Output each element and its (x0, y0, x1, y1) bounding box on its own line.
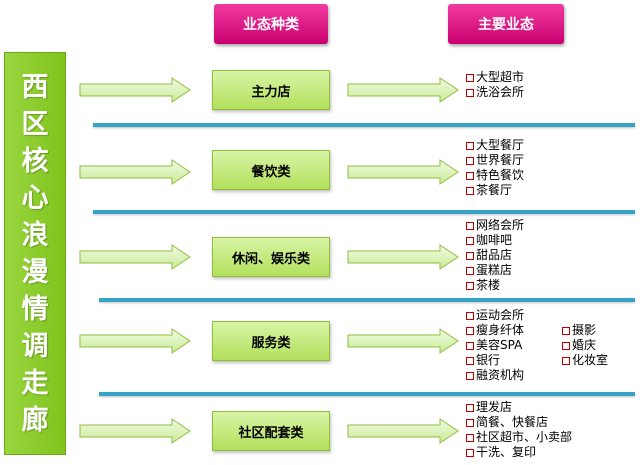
list-item: 特色餐饮 (466, 168, 524, 183)
format-list-row-5: 理发店 简餐、快餐店 社区超市、小卖部 干洗、复印 (466, 400, 572, 460)
bullet-square-icon (466, 236, 474, 245)
list-item: 洗浴会所 (466, 85, 524, 100)
list-item: 婚庆 (562, 338, 608, 353)
bullet-square-icon (466, 356, 474, 365)
list-item: 化妆室 (562, 353, 608, 368)
bullet-square-icon (466, 73, 474, 82)
category-box-row-3: 休闲、娱乐类 (212, 237, 330, 277)
bullet-square-icon (562, 326, 570, 335)
title-char: 浪 (21, 219, 49, 251)
arrow-right-row-4 (347, 328, 459, 354)
format-list-row-1: 大型超市 洗浴会所 (466, 70, 524, 100)
arrow-left-row-1 (79, 77, 191, 103)
bullet-square-icon (466, 88, 474, 97)
category-box-row-2: 餐饮类 (212, 150, 330, 190)
list-item: 甜品店 (466, 248, 524, 263)
bullet-square-icon (466, 251, 474, 260)
title-char: 走 (21, 367, 49, 399)
list-item: 理发店 (466, 400, 572, 415)
bullet-square-icon (466, 326, 474, 335)
category-box-row-4: 服务类 (212, 321, 330, 361)
list-item: 蛋糕店 (466, 263, 524, 278)
header-category: 业态种类 (214, 4, 328, 44)
list-item: 社区超市、小卖部 (466, 430, 572, 445)
arrow-left-row-4 (79, 328, 191, 354)
bullet-square-icon (466, 171, 474, 180)
arrow-left-row-5 (79, 418, 191, 444)
title-char: 西 (21, 71, 49, 103)
bullet-square-icon (466, 448, 474, 457)
format-list-row-3: 网络会所 咖啡吧 甜品店 蛋糕店 茶楼 (466, 218, 524, 293)
list-item: 瘦身纤体 (466, 323, 524, 338)
arrow-left-row-2 (79, 159, 191, 185)
category-box-row-5: 社区配套类 (212, 411, 330, 451)
divider-1 (93, 123, 635, 127)
arrow-right-row-1 (347, 77, 459, 103)
bullet-square-icon (466, 141, 474, 150)
bullet-square-icon (466, 281, 474, 290)
category-box-row-1: 主力店 (212, 70, 330, 110)
list-item: 咖啡吧 (466, 233, 524, 248)
list-item: 大型餐厅 (466, 138, 524, 153)
bullet-square-icon (466, 266, 474, 275)
bullet-square-icon (466, 418, 474, 427)
title-char: 情 (21, 293, 49, 325)
divider-3 (99, 298, 635, 302)
list-item: 摄影 (562, 323, 608, 338)
list-item: 世界餐厅 (466, 153, 524, 168)
corridor-title: 西 区 核 心 浪 漫 情 调 走 廊 (4, 52, 66, 455)
arrow-left-row-3 (79, 244, 191, 270)
arrow-right-row-2 (347, 159, 459, 185)
bullet-square-icon (466, 341, 474, 350)
list-item: 银行 (466, 353, 524, 368)
list-item: 干洗、复印 (466, 445, 572, 460)
list-item: 运动会所 (466, 308, 524, 323)
list-item: 简餐、快餐店 (466, 415, 572, 430)
list-item: 茶餐厅 (466, 183, 524, 198)
title-char: 心 (21, 182, 49, 214)
title-char: 廊 (21, 404, 49, 436)
arrow-right-row-3 (347, 244, 459, 270)
divider-2 (93, 210, 635, 214)
title-char: 漫 (21, 256, 49, 288)
bullet-square-icon (466, 433, 474, 442)
divider-4 (99, 392, 635, 396)
format-list-row-4: 运动会所 瘦身纤体 美容SPA 银行 融资机构 (466, 308, 524, 383)
format-list-row-2: 大型餐厅 世界餐厅 特色餐饮 茶餐厅 (466, 138, 524, 198)
arrow-right-row-5 (347, 418, 459, 444)
list-item: 美容SPA (466, 338, 524, 353)
bullet-square-icon (466, 186, 474, 195)
bullet-square-icon (466, 221, 474, 230)
bullet-square-icon (562, 356, 570, 365)
bullet-square-icon (466, 403, 474, 412)
title-char: 核 (21, 145, 49, 177)
bullet-square-icon (466, 311, 474, 320)
list-item: 茶楼 (466, 278, 524, 293)
bullet-square-icon (466, 156, 474, 165)
format-list-row-4-extra: 摄影 婚庆 化妆室 (562, 323, 608, 368)
list-item: 网络会所 (466, 218, 524, 233)
bullet-square-icon (562, 341, 570, 350)
bullet-square-icon (466, 371, 474, 380)
title-char: 调 (21, 330, 49, 362)
list-item: 大型超市 (466, 70, 524, 85)
title-char: 区 (21, 108, 49, 140)
header-formats: 主要业态 (448, 4, 564, 44)
list-item: 融资机构 (466, 368, 524, 383)
